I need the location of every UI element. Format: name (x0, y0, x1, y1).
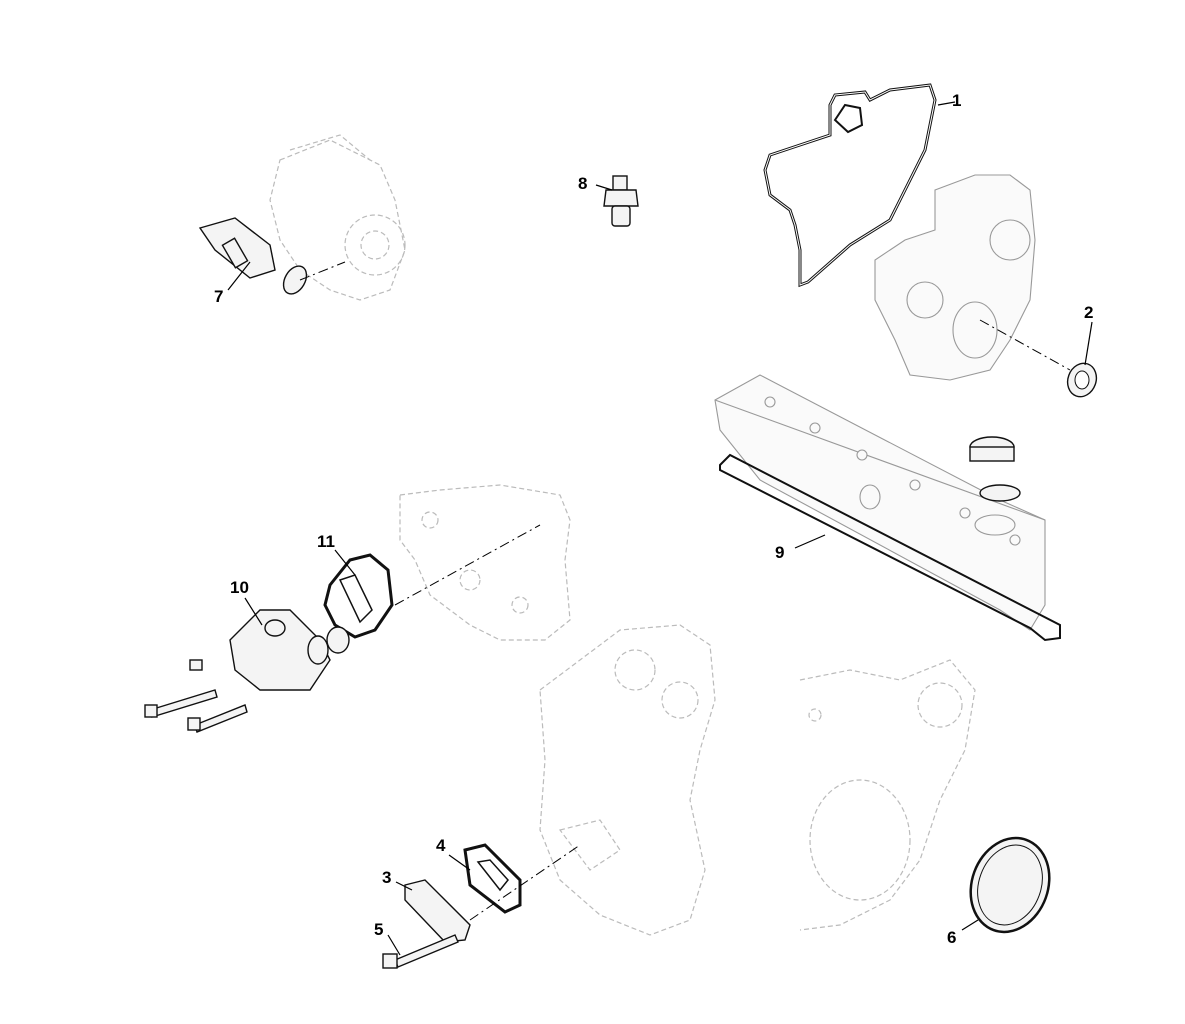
callout-7: 7 (214, 287, 224, 306)
callout-6: 6 (947, 928, 957, 947)
front-cover-gasket (763, 83, 937, 288)
callout-1: 1 (952, 91, 962, 110)
callout-3: 3 (382, 868, 392, 887)
thermostat-housing-10 (144, 609, 331, 733)
callout-10: 10 (230, 578, 249, 597)
sensor-8 (603, 175, 639, 227)
bolt-5 (382, 934, 459, 969)
callout-8: 8 (578, 174, 588, 193)
valve-cover (714, 374, 1046, 631)
engine-block-center (539, 624, 716, 936)
valve-cover-gasket (719, 453, 1061, 642)
timing-cover (874, 174, 1036, 381)
thermostat-gasket-11 (323, 553, 394, 654)
callout-2: 2 (1084, 303, 1094, 322)
injection-pump (269, 134, 406, 301)
engine-block-left (399, 484, 571, 641)
callout-4: 4 (436, 836, 446, 855)
sensor-7 (198, 217, 346, 295)
gasket-4 (463, 843, 522, 914)
callout-5: 5 (374, 920, 384, 939)
callout-11: 11 (317, 532, 335, 551)
rear-oil-seal-6 (969, 836, 1051, 934)
flywheel-housing (799, 659, 976, 931)
callout-9: 9 (775, 543, 785, 562)
oil-filler-cap (969, 436, 1021, 502)
oil-seal-2 (1066, 362, 1098, 398)
cover-plate-3 (404, 879, 471, 943)
